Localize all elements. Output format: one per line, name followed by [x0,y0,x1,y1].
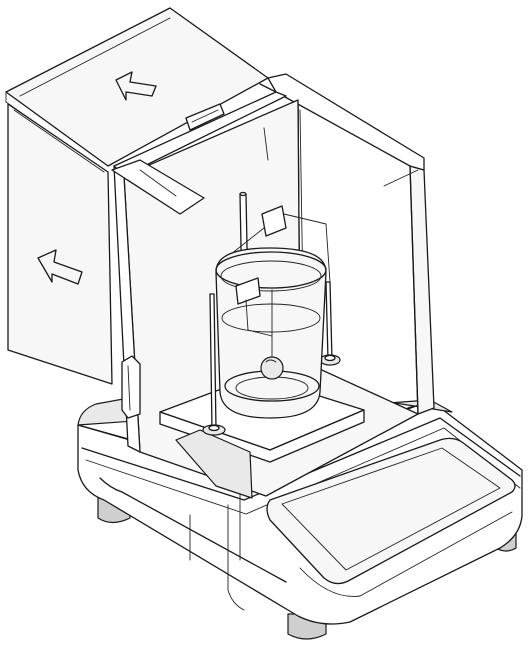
hanger-bracket [261,205,287,237]
slide-arrow-icon [115,71,157,101]
display-panel [266,437,516,585]
top-door-handle [185,103,225,131]
sample-holder [235,277,261,305]
slide-arrow-icon-lower [37,249,83,285]
sinker-ball [260,356,284,380]
frame-post-right [325,281,333,361]
beaker [215,247,327,419]
door-latch [121,355,141,419]
density-kit [159,191,365,499]
top-sliding-door [5,7,269,167]
platform-plate [175,429,253,499]
slide-arrow-icon [37,249,83,285]
slide-arrow-icon [115,71,157,101]
left-sliding-door [7,103,113,385]
corner-bracket [111,159,205,215]
